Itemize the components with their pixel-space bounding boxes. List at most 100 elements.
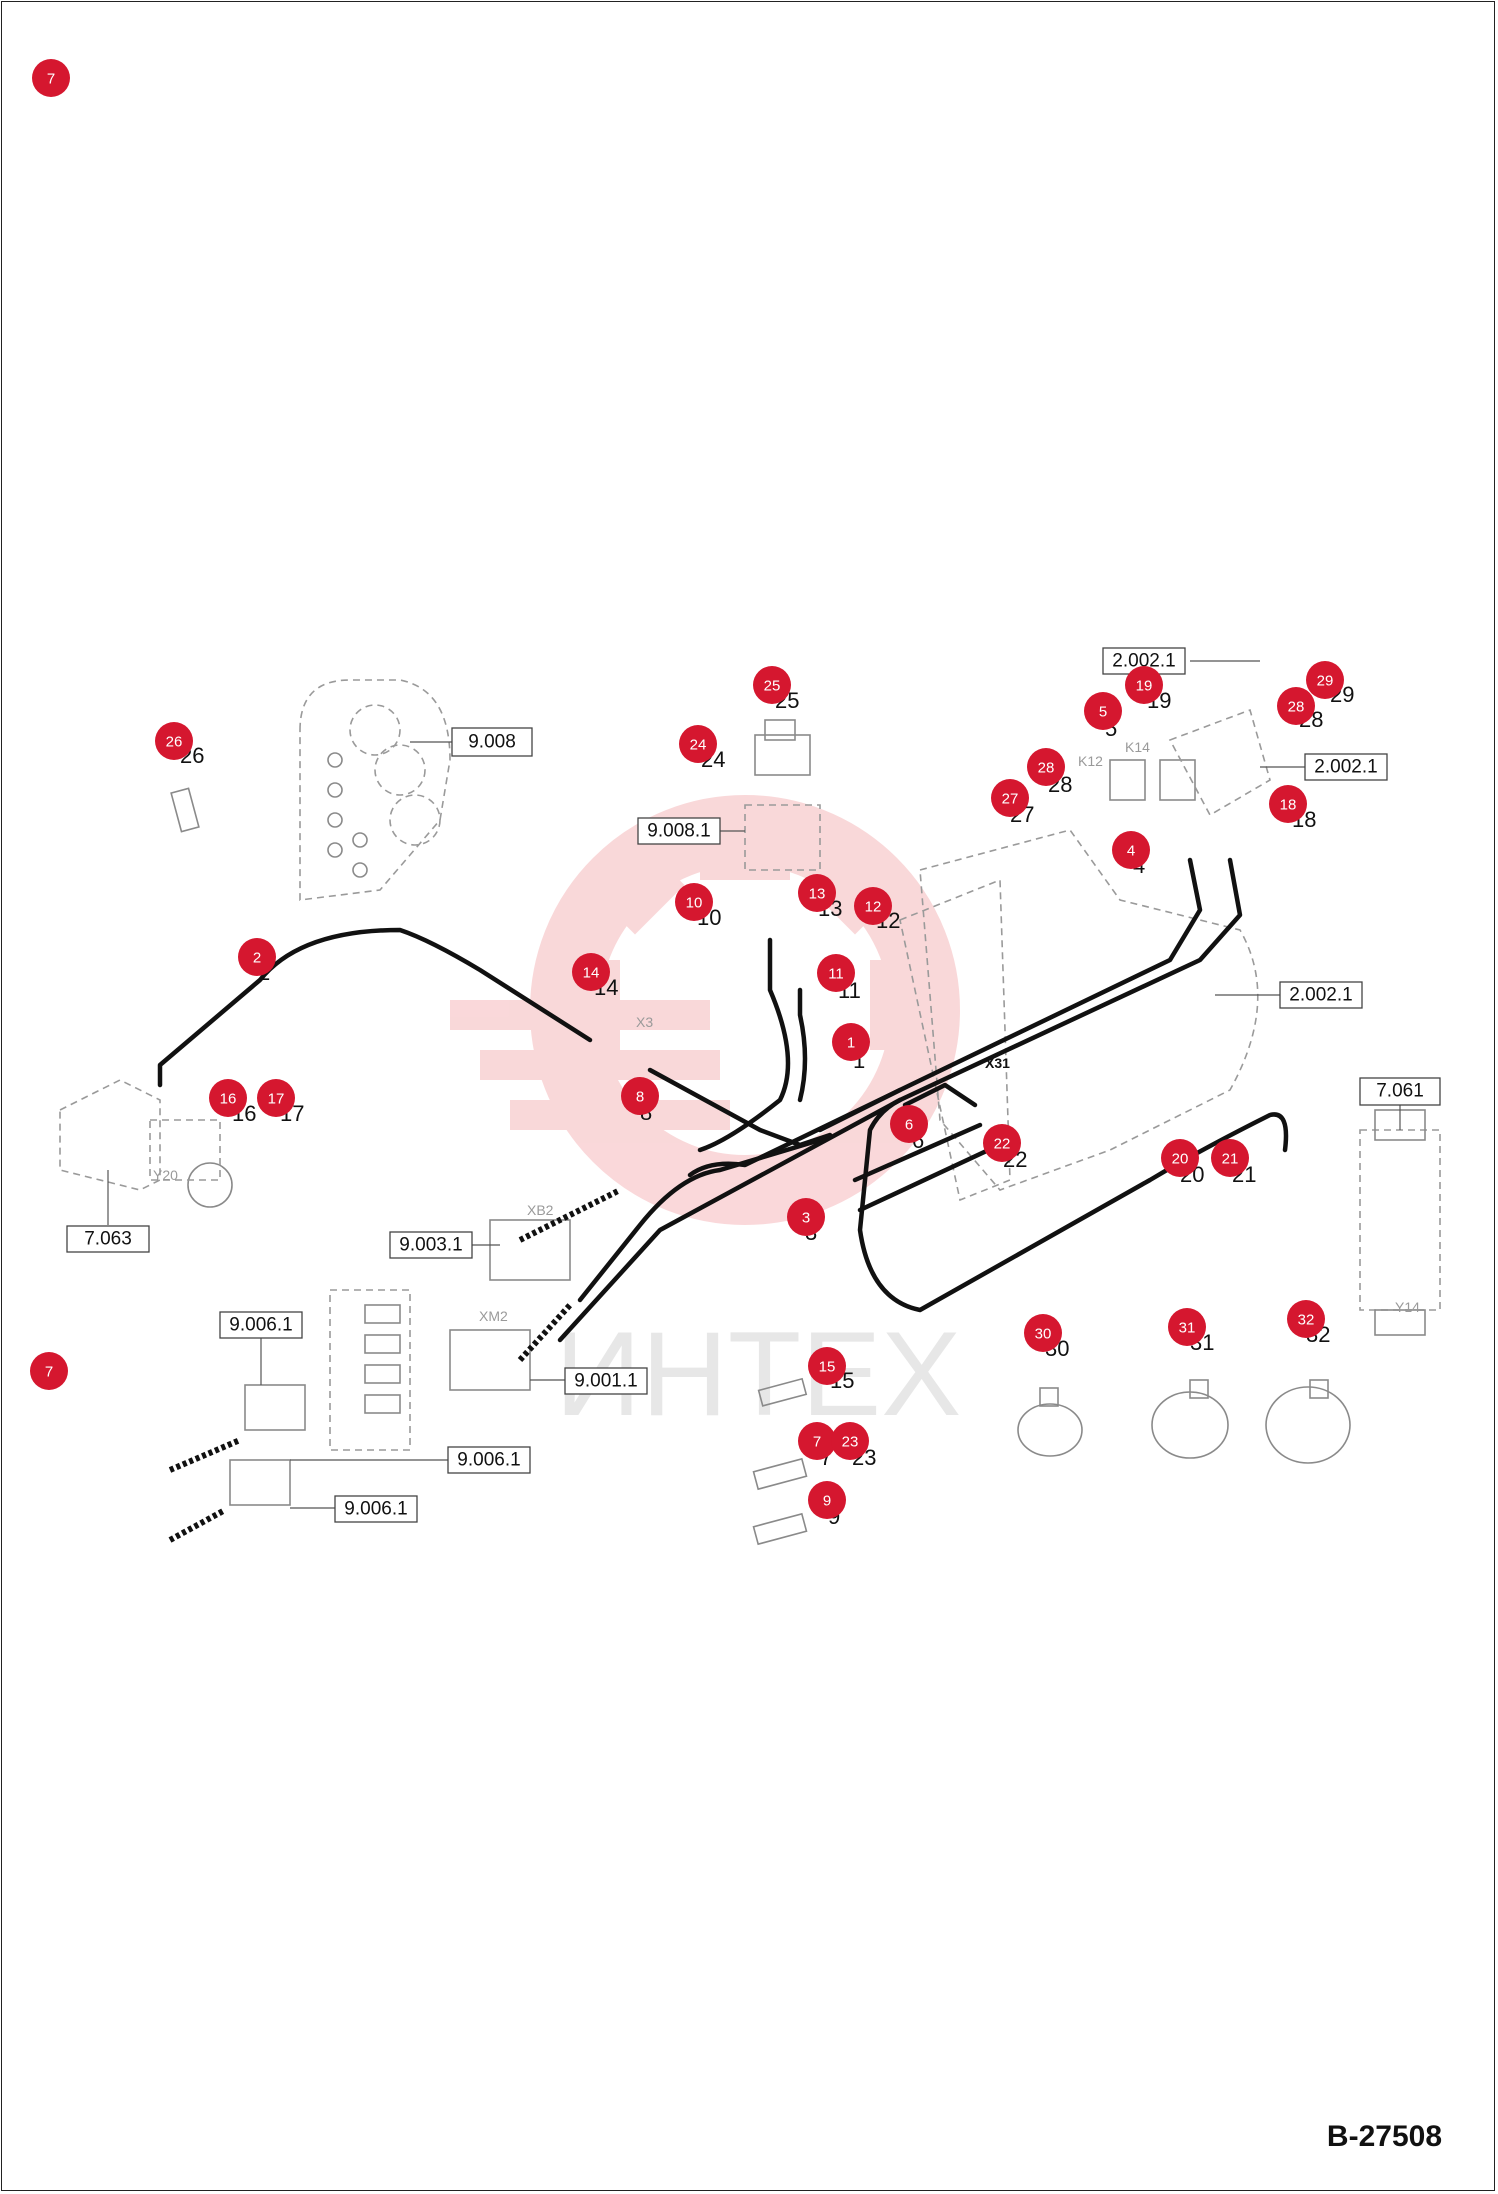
instrument-panel xyxy=(299,679,451,901)
callout[interactable]: 1 xyxy=(832,1023,870,1061)
callout[interactable]: 28 xyxy=(1027,748,1065,786)
svg-text:29: 29 xyxy=(1317,673,1334,690)
svg-text:9.006.1: 9.006.1 xyxy=(344,1499,407,1520)
callout[interactable]: 9 xyxy=(808,1481,846,1519)
callout[interactable]: 24 xyxy=(679,725,717,763)
connector-label-xb2: XB2 xyxy=(527,1202,554,1218)
svg-text:22: 22 xyxy=(994,1136,1011,1153)
callout[interactable]: 27 xyxy=(991,779,1029,817)
callout[interactable]: 25 xyxy=(753,666,791,704)
callout[interactable]: 15 xyxy=(808,1347,846,1385)
svg-text:6: 6 xyxy=(905,1117,913,1134)
svg-text:10: 10 xyxy=(686,895,703,912)
diode-component xyxy=(170,787,200,833)
svg-text:12: 12 xyxy=(865,899,882,916)
harness xyxy=(157,857,1289,1343)
svg-text:9.006.1: 9.006.1 xyxy=(229,1315,292,1336)
svg-text:28: 28 xyxy=(1038,760,1055,777)
svg-text:4: 4 xyxy=(1127,843,1135,860)
callout[interactable]: 8 xyxy=(621,1077,659,1115)
svg-text:5: 5 xyxy=(1099,704,1107,721)
svg-text:20: 20 xyxy=(1172,1151,1189,1168)
svg-text:9.008: 9.008 xyxy=(468,732,516,753)
callout[interactable]: 17 xyxy=(257,1079,295,1117)
svg-text:7: 7 xyxy=(813,1434,821,1451)
reference-box: 9.001.1 xyxy=(564,1367,648,1395)
callout[interactable]: 11 xyxy=(817,954,855,992)
callout[interactable]: 26 xyxy=(155,722,193,760)
connector-label-y20: Y20 xyxy=(153,1167,178,1183)
svg-text:24: 24 xyxy=(690,737,707,754)
callout[interactable]: 7 xyxy=(32,59,70,97)
reference-box: 9.008.1 xyxy=(637,817,721,845)
callout[interactable]: 32 xyxy=(1287,1300,1325,1338)
connector-label-x3: X3 xyxy=(636,1014,653,1030)
callout[interactable]: 2 xyxy=(238,938,276,976)
svg-text:7.061: 7.061 xyxy=(1376,1081,1424,1102)
svg-text:2.002.1: 2.002.1 xyxy=(1112,651,1175,672)
svg-text:7.063: 7.063 xyxy=(84,1229,132,1250)
svg-text:9.003.1: 9.003.1 xyxy=(399,1235,462,1256)
dashed-wire-bundles xyxy=(168,1187,622,1543)
svg-text:7: 7 xyxy=(47,71,55,88)
callout[interactable]: 14 xyxy=(572,953,610,991)
terminals xyxy=(752,1377,808,1546)
callout[interactable]: 7 xyxy=(798,1422,836,1460)
left-plug-upper xyxy=(244,1384,306,1431)
svg-text:31: 31 xyxy=(1179,1320,1196,1337)
svg-text:30: 30 xyxy=(1035,1326,1052,1343)
callout[interactable]: 30 xyxy=(1024,1314,1062,1352)
callout[interactable]: 22 xyxy=(983,1124,1021,1162)
reference-box: 2.002.1 xyxy=(1102,647,1186,675)
callout[interactable]: 23 xyxy=(831,1422,869,1460)
callout[interactable]: 18 xyxy=(1269,785,1307,823)
svg-text:25: 25 xyxy=(764,678,781,695)
callout[interactable]: 31 xyxy=(1168,1308,1206,1346)
connector-xm2-plug xyxy=(449,1329,531,1391)
svg-text:17: 17 xyxy=(268,1091,285,1108)
callout[interactable]: 4 xyxy=(1112,831,1150,869)
callout[interactable]: 7 xyxy=(30,1352,68,1390)
reference-box: 9.003.1 xyxy=(389,1231,473,1259)
reference-box-list: 9.008 9.008.1 2.002.1 2.002.1 2.002.1 7.… xyxy=(66,647,1441,1523)
callout[interactable]: 19 xyxy=(1125,666,1163,704)
svg-text:14: 14 xyxy=(583,965,600,982)
svg-text:9.006.1: 9.006.1 xyxy=(457,1450,520,1471)
connector-label-k14: K14 xyxy=(1125,739,1150,755)
left-plug-lower xyxy=(229,1459,291,1506)
svg-text:32: 32 xyxy=(1298,1312,1315,1329)
callout[interactable]: 21 xyxy=(1211,1139,1249,1177)
svg-text:9.008.1: 9.008.1 xyxy=(647,821,710,842)
reference-box: 2.002.1 xyxy=(1304,753,1388,781)
svg-text:15: 15 xyxy=(819,1359,836,1376)
callout[interactable]: 20 xyxy=(1161,1139,1199,1177)
svg-text:16: 16 xyxy=(220,1091,237,1108)
svg-text:13: 13 xyxy=(809,886,826,903)
callout[interactable]: 12 xyxy=(854,887,892,925)
reference-leaders xyxy=(107,660,1401,1509)
reference-box: 9.006.1 xyxy=(334,1495,418,1523)
callout[interactable]: 29 xyxy=(1306,661,1344,699)
callout[interactable]: 10 xyxy=(675,883,713,921)
reference-box: 7.061 xyxy=(1359,1077,1441,1106)
svg-text:2.002.1: 2.002.1 xyxy=(1289,985,1352,1006)
connector-xb2-plug xyxy=(489,1219,571,1281)
connector-label-x31: X31 xyxy=(985,1055,1010,1071)
svg-text:7: 7 xyxy=(45,1364,53,1381)
connector-label-xm2: XM2 xyxy=(479,1308,508,1324)
callout[interactable]: 16 xyxy=(209,1079,247,1117)
svg-text:2.002.1: 2.002.1 xyxy=(1314,757,1377,778)
reference-box: 9.008 xyxy=(451,727,533,757)
callout[interactable]: 13 xyxy=(798,874,836,912)
svg-text:18: 18 xyxy=(1280,797,1297,814)
svg-text:1: 1 xyxy=(847,1035,855,1052)
connector-label-k12: K12 xyxy=(1078,753,1103,769)
callout[interactable]: 6 xyxy=(890,1105,928,1143)
fuse-board-left xyxy=(329,1289,411,1451)
callout[interactable]: 3 xyxy=(787,1198,825,1236)
svg-text:21: 21 xyxy=(1222,1151,1239,1168)
reference-box: 7.063 xyxy=(66,1225,150,1253)
callout[interactable]: 5 xyxy=(1084,692,1122,730)
callout[interactable]: 28 xyxy=(1277,687,1315,725)
